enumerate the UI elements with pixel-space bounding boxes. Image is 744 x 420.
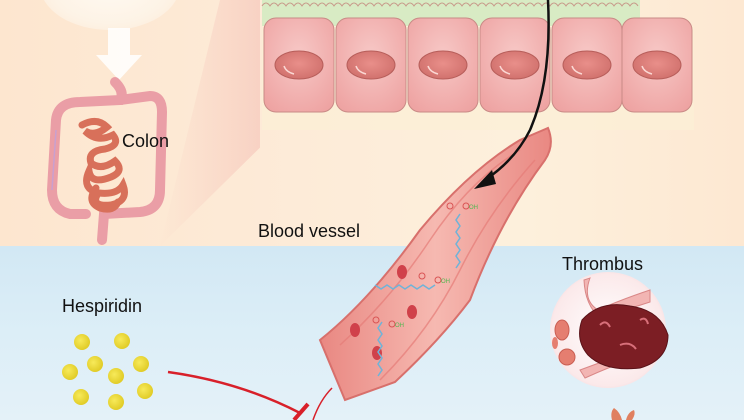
red-blood-cell <box>350 323 360 337</box>
blood-vessel-label: Blood vessel <box>258 221 361 241</box>
colon-illustration <box>46 77 168 245</box>
ingestion-arrow-icon <box>96 28 142 80</box>
svg-text:OH: OH <box>469 205 478 211</box>
epithelial-cell <box>263 17 335 113</box>
inhibition-arrow-icon <box>167 370 333 420</box>
red-blood-cell <box>407 305 417 319</box>
svg-text:OH: OH <box>395 323 404 329</box>
hesperidin-label: Hespiridin <box>62 296 143 316</box>
hesperidin-metabolite-molecule: OH <box>372 316 404 377</box>
epithelial-cell <box>479 17 551 113</box>
epithelial-cell <box>335 17 407 113</box>
blood-vessel-illustration: OH OH OH <box>318 126 552 402</box>
svg-text:OH: OH <box>441 279 450 285</box>
thrombus-label: Thrombus <box>562 254 644 274</box>
hesperidin-metabolite-molecule: OH <box>374 272 450 290</box>
hesperidin-particles <box>62 333 153 410</box>
thrombus-illustration <box>550 272 669 388</box>
hesperidin-metabolite-molecule: OH <box>446 202 478 269</box>
red-blood-cell <box>397 265 407 279</box>
epithelial-cell <box>407 17 479 113</box>
platelet-icon <box>611 408 635 420</box>
epithelial-cell <box>551 17 623 113</box>
epithelial-cell <box>621 17 693 113</box>
colon-label: Colon <box>122 131 170 151</box>
absorption-arrow-icon <box>474 0 550 189</box>
intestinal-epithelium <box>261 0 694 130</box>
